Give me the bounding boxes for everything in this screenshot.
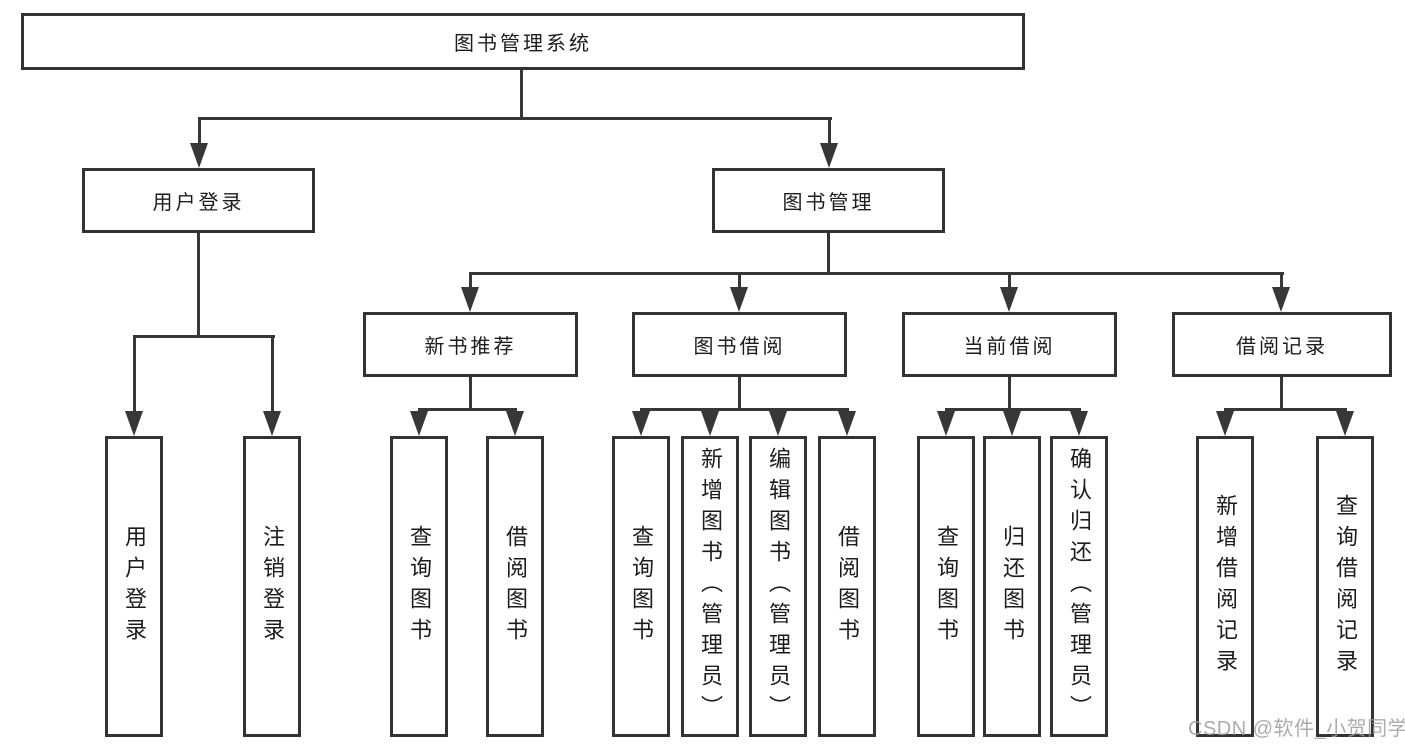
rail-line xyxy=(418,408,517,411)
leaf-recommend-borrow-book-label: 借阅图书 xyxy=(503,524,528,649)
leaf-recommend-query-book: 查询图书 xyxy=(390,436,448,737)
node-book-management-label: 图书管理 xyxy=(782,192,875,214)
leaf-borrow-query-book: 查询图书 xyxy=(612,436,670,737)
arrowhead-down-icon xyxy=(461,287,479,312)
node-current-borrow-label: 当前借阅 xyxy=(963,336,1056,358)
node-root-label: 图书管理系统 xyxy=(454,33,592,55)
stem-line xyxy=(1008,377,1011,411)
leaf-add-borrow-record: 新增借阅记录 xyxy=(1196,436,1254,737)
node-borrow-record-label: 借阅记录 xyxy=(1236,336,1328,358)
node-book-borrow-label: 图书借阅 xyxy=(693,336,786,358)
arrow-shaft xyxy=(828,117,831,145)
leaf-recommend-borrow-book: 借阅图书 xyxy=(486,436,544,737)
arrow-shaft xyxy=(469,272,472,290)
leaf-add-book-admin: 新增图书（管理员） xyxy=(681,436,739,737)
stem-line xyxy=(827,233,830,275)
leaf-user-login-label: 用户登录 xyxy=(122,524,147,649)
stem-line xyxy=(738,377,741,411)
arrow-shaft xyxy=(271,335,274,413)
leaf-return-book: 归还图书 xyxy=(983,436,1041,737)
leaf-query-borrow-record: 查询借阅记录 xyxy=(1316,436,1374,737)
leaf-query-borrow-record-label: 查询借阅记录 xyxy=(1333,493,1358,680)
node-user-login-group: 用户登录 xyxy=(82,168,315,233)
arrow-shaft xyxy=(738,272,741,290)
node-current-borrow: 当前借阅 xyxy=(902,312,1117,377)
node-new-book-recommend: 新书推荐 xyxy=(363,312,578,377)
arrowhead-down-icon xyxy=(1003,411,1021,436)
arrowhead-down-icon xyxy=(701,411,719,436)
arrowhead-down-icon xyxy=(190,143,208,168)
leaf-logout-label: 注销登录 xyxy=(260,524,285,649)
arrowhead-down-icon xyxy=(1272,287,1290,312)
node-borrow-record: 借阅记录 xyxy=(1172,312,1392,377)
csdn-watermark: CSDN @软件_小贺同学 xyxy=(1188,718,1405,740)
stem-line xyxy=(520,68,523,120)
arrowhead-down-icon xyxy=(632,411,650,436)
rail-line xyxy=(469,272,1284,275)
arrow-shaft xyxy=(133,335,136,413)
arrowhead-down-icon xyxy=(1216,411,1234,436)
node-user-login-group-label: 用户登录 xyxy=(152,192,245,214)
leaf-add-borrow-record-label: 新增借阅记录 xyxy=(1213,493,1238,680)
rail-line xyxy=(133,335,275,338)
leaf-recommend-query-book-label: 查询图书 xyxy=(407,524,432,649)
arrowhead-down-icon xyxy=(263,411,281,436)
node-new-book-recommend-label: 新书推荐 xyxy=(424,336,517,358)
arrowhead-down-icon xyxy=(1000,287,1018,312)
leaf-confirm-return-admin: 确认归还（管理员） xyxy=(1050,436,1108,737)
arrowhead-down-icon xyxy=(937,411,955,436)
leaf-borrow-query-book-label: 查询图书 xyxy=(629,524,654,649)
rail-line xyxy=(198,117,832,120)
node-book-management: 图书管理 xyxy=(712,168,945,233)
leaf-borrow-book: 借阅图书 xyxy=(818,436,876,737)
arrowhead-down-icon xyxy=(410,411,428,436)
arrowhead-down-icon xyxy=(730,287,748,312)
leaf-logout: 注销登录 xyxy=(243,436,301,737)
stem-line xyxy=(469,377,472,411)
leaf-add-book-admin-label: 新增图书（管理员） xyxy=(698,447,723,726)
stem-line xyxy=(1280,377,1283,411)
stem-line xyxy=(197,233,200,338)
node-root: 图书管理系统 xyxy=(21,13,1025,70)
leaf-edit-book-admin: 编辑图书（管理员） xyxy=(749,436,807,737)
arrowhead-down-icon xyxy=(1070,411,1088,436)
arrowhead-down-icon xyxy=(125,411,143,436)
arrowhead-down-icon xyxy=(506,411,524,436)
arrowhead-down-icon xyxy=(838,411,856,436)
leaf-user-login: 用户登录 xyxy=(105,436,163,737)
leaf-current-query-book: 查询图书 xyxy=(917,436,975,737)
node-book-borrow: 图书借阅 xyxy=(632,312,847,377)
arrowhead-down-icon xyxy=(769,411,787,436)
rail-line xyxy=(945,408,1081,411)
arrowhead-down-icon xyxy=(1336,411,1354,436)
arrow-shaft xyxy=(1280,272,1283,290)
leaf-current-query-book-label: 查询图书 xyxy=(934,524,959,649)
leaf-confirm-return-admin-label: 确认归还（管理员） xyxy=(1067,447,1092,726)
arrowhead-down-icon xyxy=(820,143,838,168)
leaf-edit-book-admin-label: 编辑图书（管理员） xyxy=(766,447,791,726)
rail-line xyxy=(1224,408,1347,411)
leaf-return-book-label: 归还图书 xyxy=(1000,524,1025,649)
leaf-borrow-book-label: 借阅图书 xyxy=(835,524,860,649)
arrow-shaft xyxy=(1008,272,1011,290)
rail-line xyxy=(640,408,849,411)
arrow-shaft xyxy=(198,117,201,145)
